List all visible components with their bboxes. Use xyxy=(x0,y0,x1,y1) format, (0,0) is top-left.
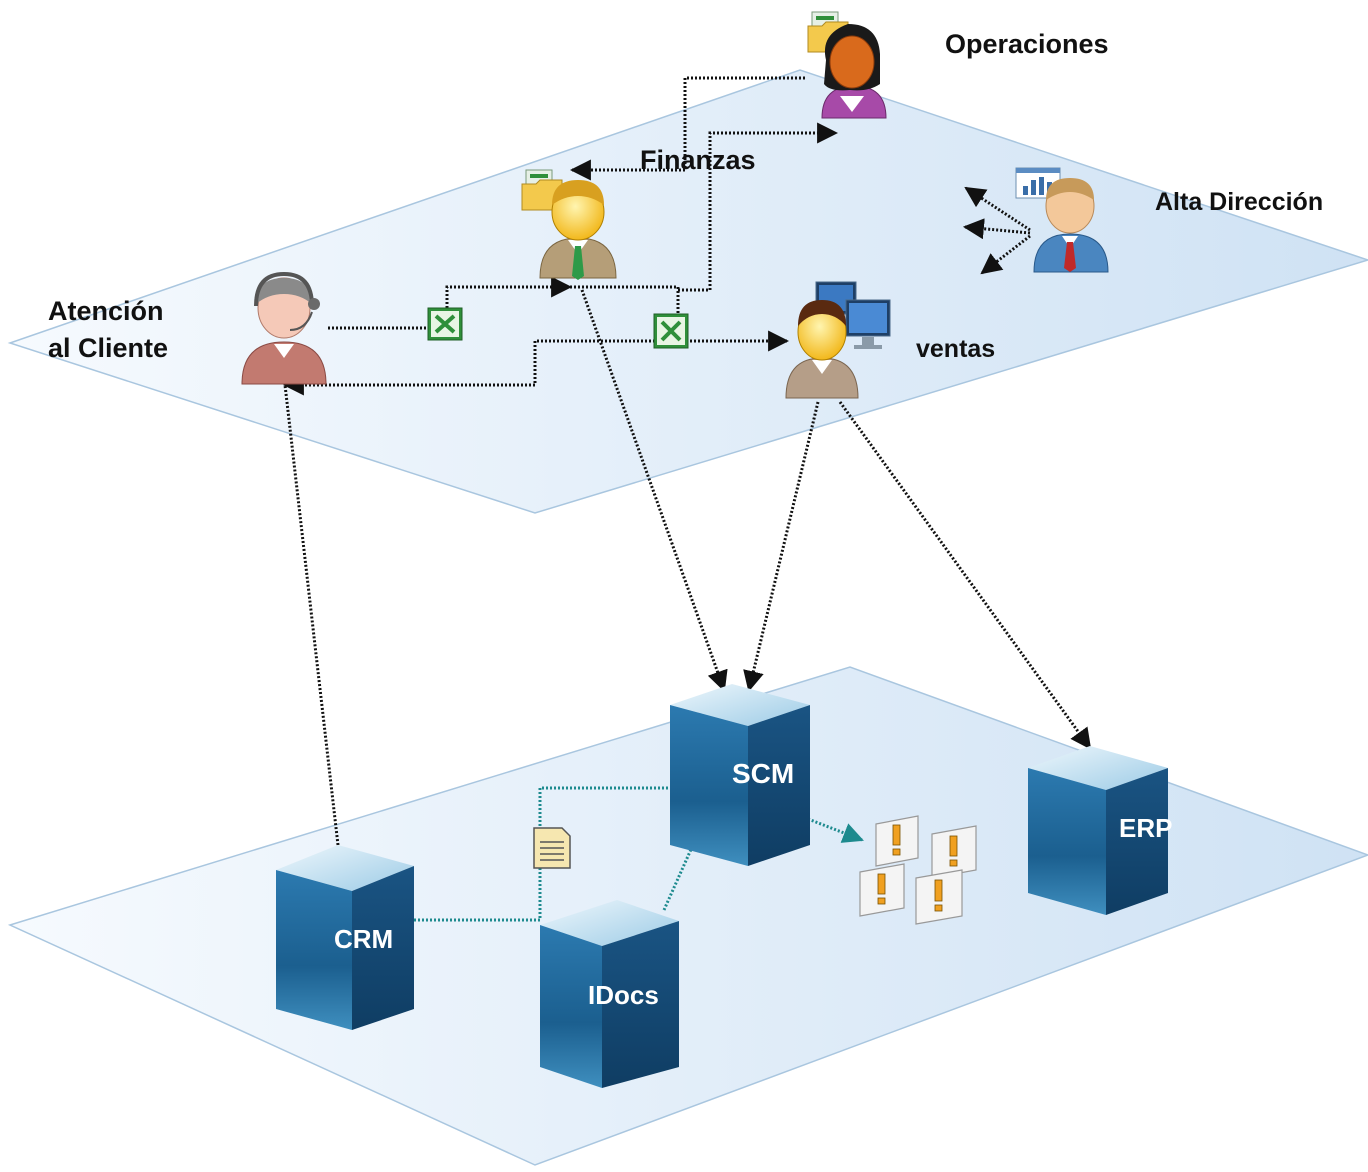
connector-alta-dir-arrow-2 xyxy=(962,218,1031,240)
scm-label: SCM xyxy=(732,758,794,789)
alta-direccion-label: Alta Dirección xyxy=(1155,188,1323,216)
connector-operaciones-finanzas xyxy=(569,76,805,181)
connector-to-operaciones xyxy=(678,122,839,292)
connector-excel2-atencion xyxy=(282,339,655,396)
erp-label: ERP xyxy=(1119,813,1172,843)
idocs-label: IDocs xyxy=(588,980,659,1010)
finanzas-label: Finanzas xyxy=(640,145,756,175)
connector-ventas-erp xyxy=(838,401,1092,750)
connector-ventas-scm xyxy=(743,401,820,693)
alert-icon xyxy=(915,869,963,925)
alerts-group xyxy=(859,815,977,925)
connector-excel-to-finanzas xyxy=(445,276,573,308)
folder-documents-icon xyxy=(521,169,563,211)
ventas-person-icon xyxy=(785,300,859,399)
connector-alta-dir-arrow-1 xyxy=(964,186,1031,232)
finanzas-person-icon xyxy=(539,180,617,280)
atencion-label-line1: Atención xyxy=(48,296,164,326)
atencion-person-icon xyxy=(241,271,327,385)
excel-icon xyxy=(653,313,689,349)
connector-finanzas-excel2 xyxy=(570,285,680,315)
scm-server[interactable]: SCM xyxy=(670,684,810,866)
erp-server[interactable]: ERP xyxy=(1028,746,1172,915)
excel-icon xyxy=(427,307,463,341)
user-layer-plane xyxy=(7,69,1368,514)
operaciones-person-icon xyxy=(821,24,887,119)
crm-server[interactable]: CRM xyxy=(276,845,414,1030)
connector-finanzas-scm xyxy=(580,289,728,692)
operaciones-label: Operaciones xyxy=(945,29,1109,59)
alert-icon xyxy=(931,825,977,879)
idocs-server[interactable]: IDocs xyxy=(540,900,679,1088)
document-icon xyxy=(533,827,571,869)
ventas-label: ventas xyxy=(916,335,995,363)
alert-icon xyxy=(875,815,919,867)
crm-label: CRM xyxy=(334,924,393,954)
atencion-label-line2: al Cliente xyxy=(48,333,168,363)
alert-icon xyxy=(859,863,905,917)
alta-direccion-person-icon xyxy=(1033,178,1109,273)
connector-crm-atencion xyxy=(283,384,340,846)
headset-icon xyxy=(254,271,314,307)
